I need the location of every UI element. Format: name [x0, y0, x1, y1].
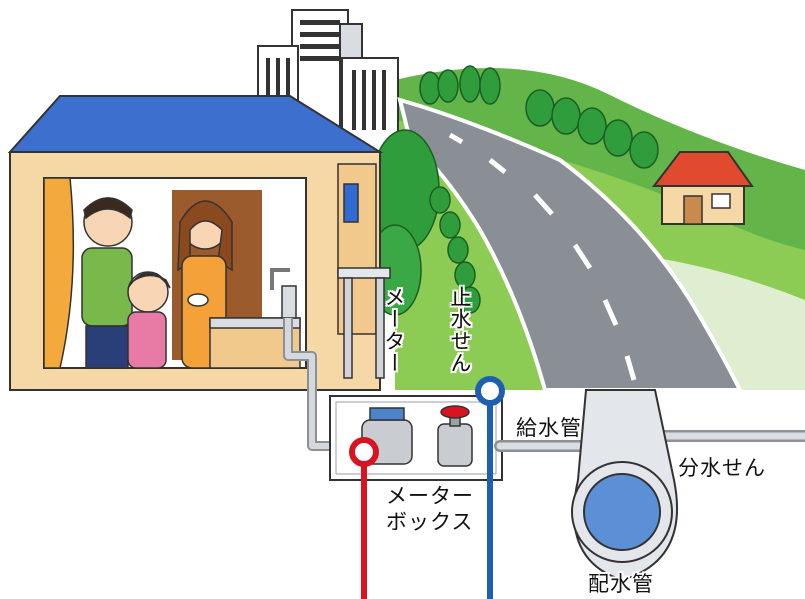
meter-label: メーター	[382, 286, 406, 374]
road	[397, 97, 744, 392]
meter-marker	[349, 437, 379, 599]
supply-pipe-label: 給水管	[516, 416, 582, 440]
small-house	[651, 151, 754, 225]
meter-box	[329, 395, 503, 481]
distribution-main	[571, 389, 678, 582]
distant-trees	[419, 65, 659, 169]
distribution-pipe-label: 配水管	[588, 572, 654, 596]
road-center-line	[448, 132, 637, 381]
meter-box-label-line1: メーター	[386, 484, 474, 508]
stop-valve-marker	[475, 376, 505, 599]
meter-box-label-line2: ボックス	[386, 510, 474, 534]
branch-valve-label: 分水せん	[678, 456, 766, 480]
stop-valve-label: 止水せん	[448, 286, 472, 374]
stop-valve	[437, 405, 473, 467]
meter-post	[337, 267, 391, 379]
family-illustration	[81, 197, 233, 369]
